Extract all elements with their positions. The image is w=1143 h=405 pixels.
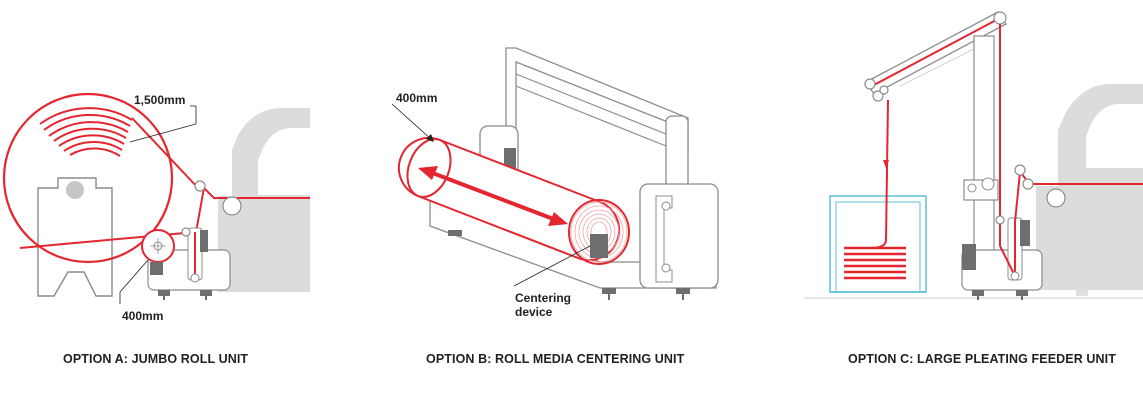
pleated-media-stack [844,246,906,280]
label-1500mm: 1,500mm [134,93,185,107]
stand-hub-a [66,181,84,199]
foot-b1 [448,230,462,236]
panel-a-jumbo-roll: 1,500mm 400mm [2,92,310,323]
width-arrow-b [429,170,557,222]
boom-roller-top [993,11,1007,25]
printer-housing-c-opening [1086,104,1143,168]
label-device: device [515,305,553,319]
foot-c2 [1016,290,1028,296]
small-roll-holder [150,262,163,275]
boom-roller-left3 [879,85,889,95]
guide-block-a [200,230,208,252]
guide-roller-c2 [1022,178,1034,190]
caption-option-b: OPTION B: ROLL MEDIA CENTERING UNIT [426,352,685,366]
frame-rail-b1 [515,73,677,151]
boom-cable [899,43,985,87]
panel-b-centering-unit: 400mm Centering device [391,47,719,319]
guide-roller-a1 [194,180,206,192]
base-block-c [962,244,976,270]
foot-c1 [972,290,984,296]
roll-stand-a [37,177,113,297]
leader-centering [513,245,591,287]
guide-roller-c4 [995,215,1005,225]
guide-roller-c1 [1014,164,1026,176]
leader-1500 [129,106,197,143]
foot-b2 [602,288,616,294]
guide-block-c [1020,220,1030,246]
panel-c-pleating-feeder [804,11,1143,300]
boom-media [871,17,1001,87]
foot-a2 [200,290,212,296]
caption-option-a: OPTION A: JUMBO ROLL UNIT [63,352,249,366]
foot-c-right [1076,290,1088,296]
jumbo-roll-layers [39,107,133,157]
leader-400-b [391,103,433,141]
foot-a1 [158,290,170,296]
media-path-c [999,169,1143,277]
label-400mm-a: 400mm [122,309,163,323]
printer-housing-a-opening [258,128,310,195]
guide-roller-a2 [222,196,242,216]
pleat-direction-arrow [883,160,889,168]
boom-roller-left2 [872,90,884,102]
right-upright-b [639,183,719,289]
mast-c [973,35,995,261]
media-roll-b [397,137,621,261]
guide-roller-a3 [181,227,191,237]
left-block-b [504,148,516,170]
foot-b3 [676,288,690,294]
pleat-drop-c [844,99,889,249]
roll-right-end-b [568,199,630,265]
label-centering: Centering [515,291,571,305]
boom-roller-left1 [864,78,876,90]
centering-device-b [590,234,608,258]
jumbo-roll-outline [2,92,174,264]
frame-post-b [665,115,689,189]
frame-back-b [505,47,689,151]
guide-roller-c3 [1046,188,1066,208]
leader-400-a [119,259,149,304]
caption-option-c: OPTION C: LARGE PLEATING FEEDER UNIT [848,352,1116,366]
label-400mm-b: 400mm [396,91,437,105]
